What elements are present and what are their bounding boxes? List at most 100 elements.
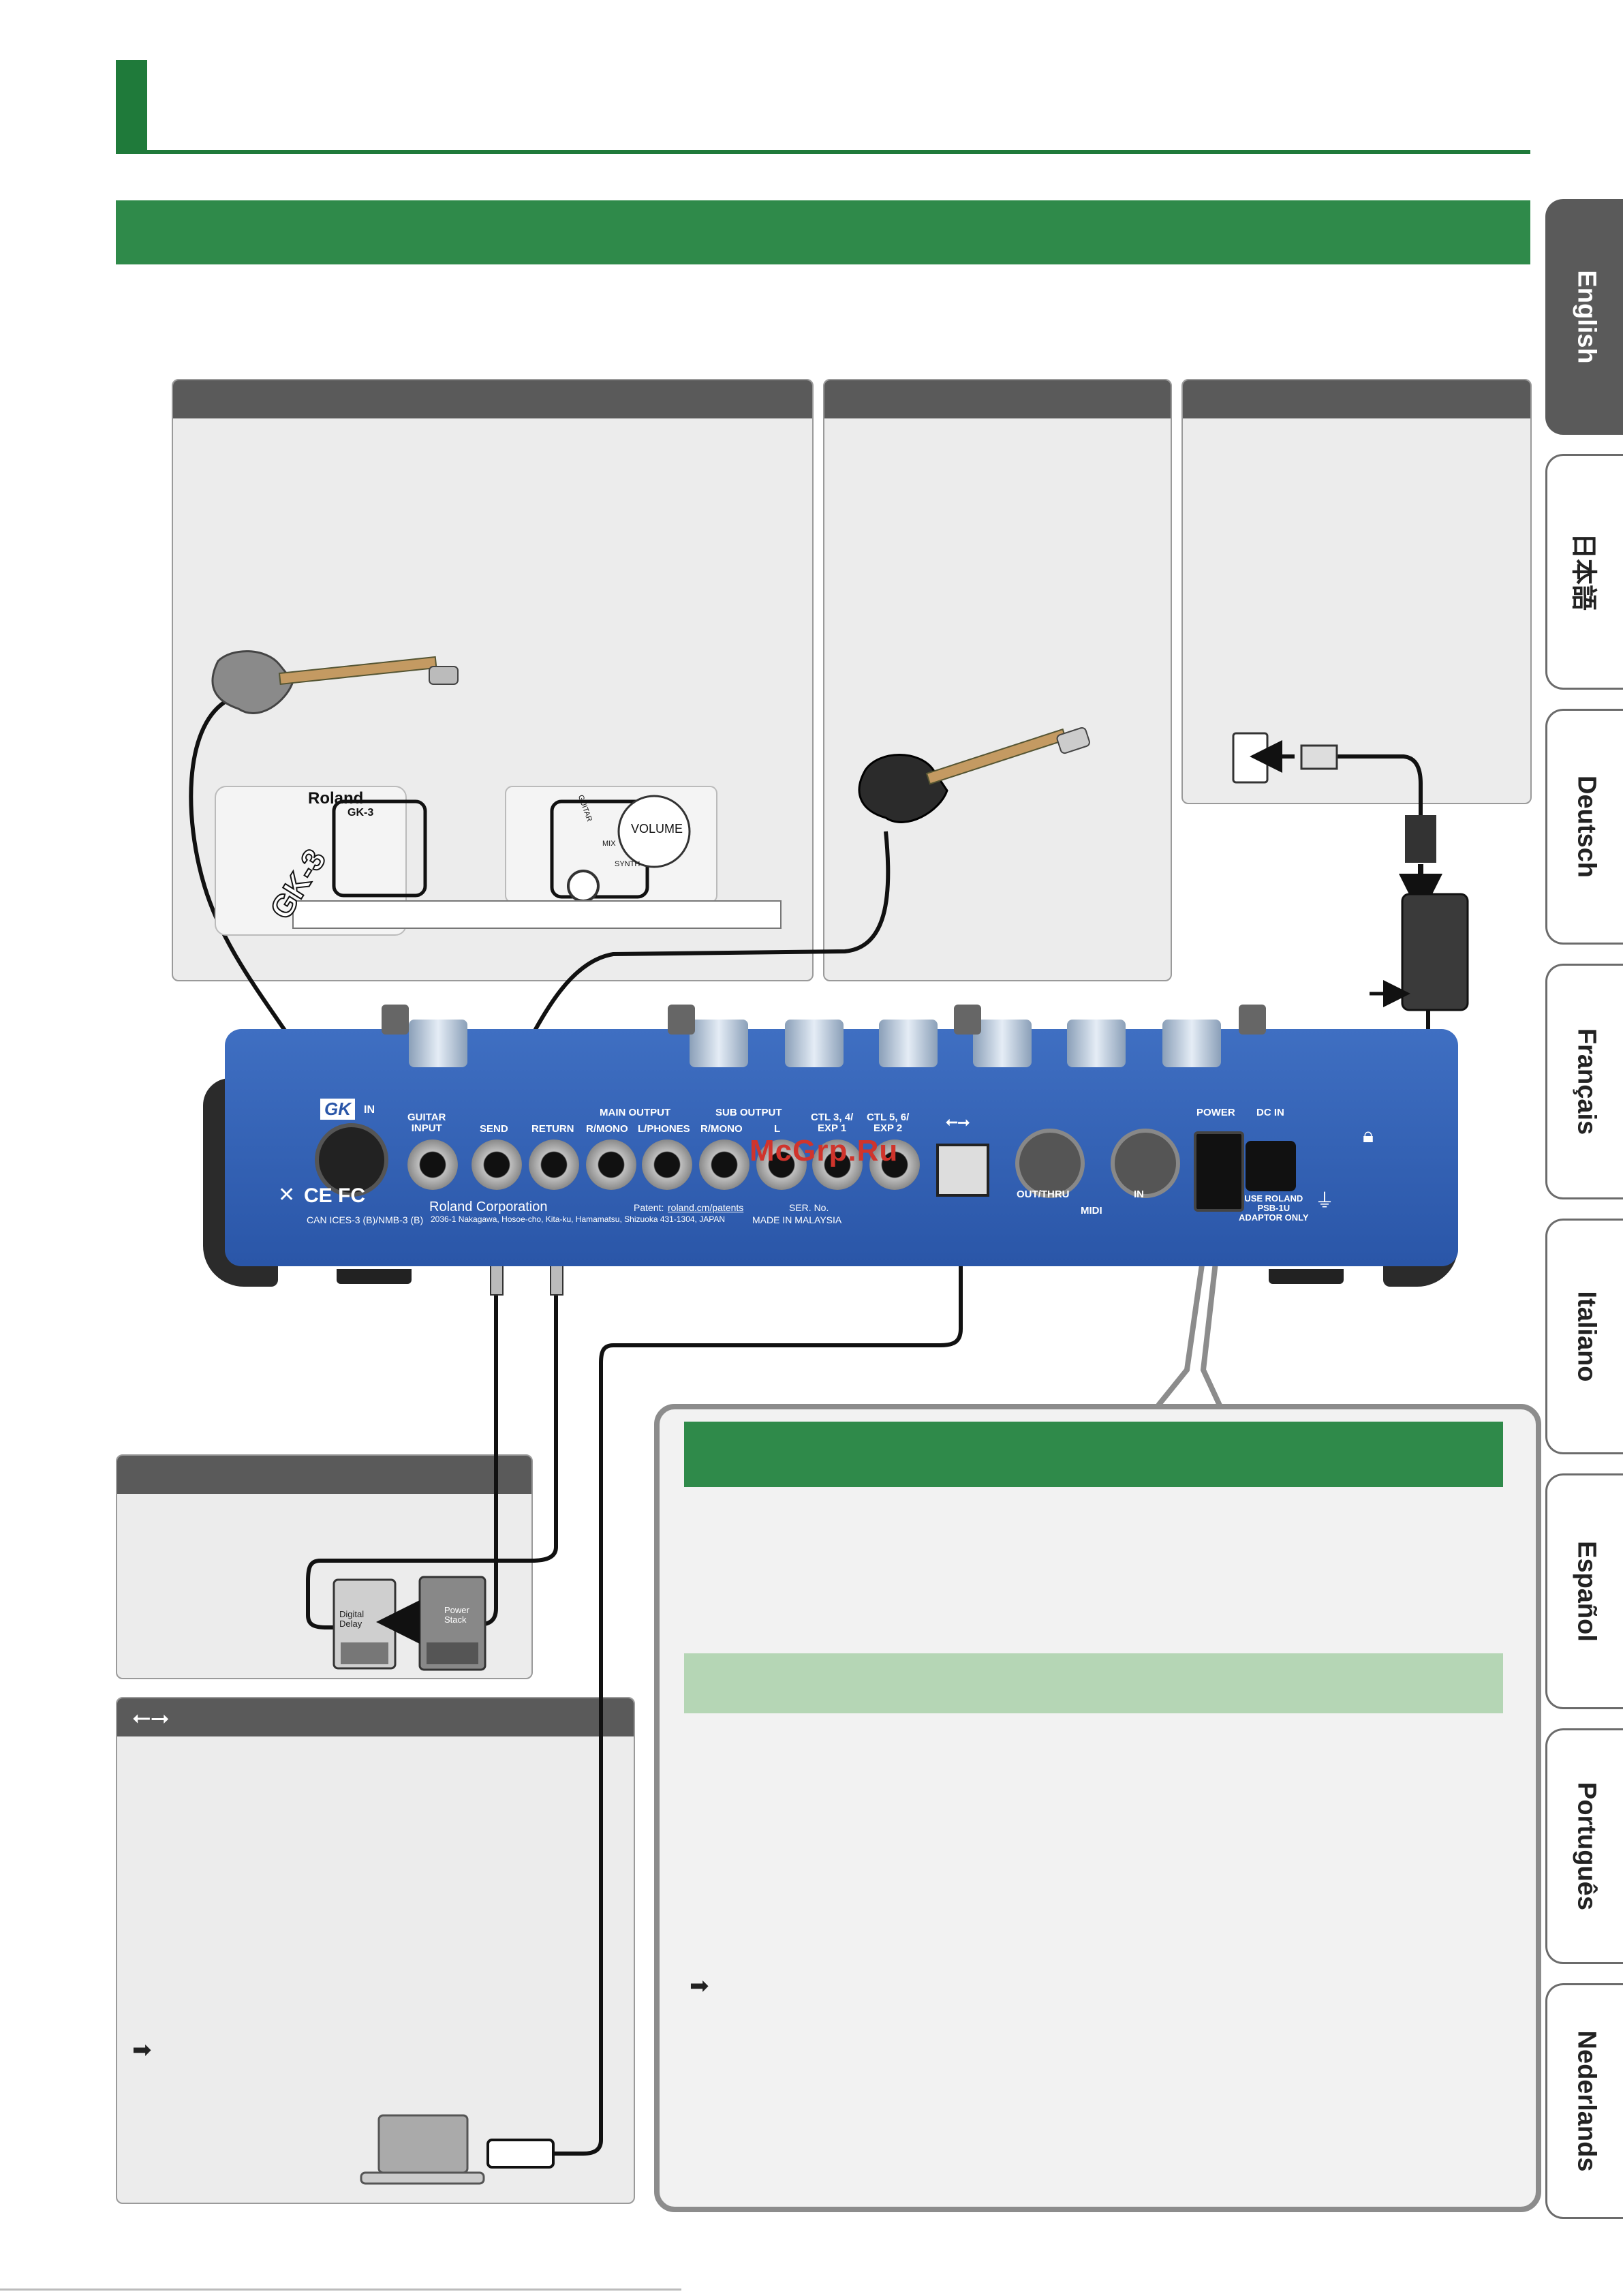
tab-label: 日本語: [1568, 532, 1598, 611]
gk-in-logo: GK: [320, 1099, 355, 1120]
panel-power-header: [1183, 380, 1530, 418]
ac-plug-image: [1300, 744, 1338, 770]
tab-label: Deutsch: [1572, 776, 1601, 878]
pedal-right-name: Power Stack: [444, 1605, 469, 1625]
certification-marks: CE FC: [304, 1184, 365, 1207]
midi-out-thru-label: OUT/THRU: [1017, 1189, 1070, 1200]
patent-url: roland.cm/patents: [668, 1202, 744, 1213]
guitar-input-label: GUITAR INPUT: [407, 1112, 446, 1134]
tab-portugues[interactable]: Português: [1545, 1728, 1623, 1964]
sub-output-l-jack[interactable]: [756, 1139, 807, 1190]
tab-label: Português: [1572, 1782, 1601, 1910]
power-on-header-bar: [684, 1422, 1503, 1487]
power-switch[interactable]: [1194, 1131, 1244, 1212]
ser-no-label: SER. No.: [789, 1202, 829, 1213]
watermark-text: McGrp.Ru: [749, 1134, 899, 1167]
sub-output-rmono-jack[interactable]: [699, 1139, 749, 1190]
gk3-closeup-image: [215, 786, 407, 936]
gk-in-suffix-label: IN: [364, 1104, 375, 1116]
arrow-right-icon: ➡: [690, 1973, 709, 1999]
ctl56-jack[interactable]: [869, 1139, 920, 1190]
arrow-right-icon: ➡: [132, 2037, 152, 2063]
panel-effects-header: [117, 1456, 531, 1494]
footswitch-post: [954, 1005, 981, 1035]
main-output-rmono-label: R/MONO: [586, 1123, 628, 1135]
power-on-box: [654, 1404, 1541, 2212]
tab-nederlands[interactable]: Nederlands: [1545, 1983, 1623, 2219]
panel-gk-header: [173, 380, 812, 418]
main-output-label: MAIN OUTPUT: [600, 1107, 671, 1118]
guitar-with-gk-image: [211, 650, 459, 714]
address-text: 2036-1 Nakagawa, Hosoe-cho, Kita-ku, Ham…: [431, 1214, 726, 1224]
midi-in-label: IN: [1134, 1189, 1144, 1200]
sub-output-l-label: L: [774, 1123, 781, 1135]
main-output-lphones-jack[interactable]: [642, 1139, 692, 1190]
dc-in-label: DC IN: [1256, 1107, 1284, 1118]
tab-label: Français: [1572, 1028, 1601, 1135]
title-accent-block: [116, 60, 147, 153]
footswitch-knob: [1162, 1020, 1221, 1067]
tab-francais[interactable]: Français: [1545, 964, 1623, 1199]
roland-corporation-text: Roland Corporation: [429, 1199, 548, 1214]
ctl34-label: CTL 3, 4/ EXP 1: [811, 1112, 854, 1134]
electric-guitar-image: [858, 726, 1090, 823]
adaptor-plug-image: [1405, 815, 1436, 863]
tab-espanol[interactable]: Español: [1545, 1473, 1623, 1709]
usb-icon: ⭠⭢: [132, 1704, 170, 1731]
ac-adaptor-image: [1401, 893, 1469, 1011]
can-ices-text: CAN ICES-3 (B)/NMB-3 (B): [307, 1214, 424, 1225]
panel-usb-header: ⭠⭢: [117, 1698, 634, 1736]
midi-label: MIDI: [1081, 1205, 1102, 1216]
made-in-label: MADE IN MALAYSIA: [752, 1214, 842, 1225]
power-off-subheader-bar: [684, 1653, 1503, 1713]
tab-label: Nederlands: [1572, 2030, 1601, 2172]
usb-port[interactable]: [936, 1144, 989, 1197]
patent-label: Patent:: [634, 1202, 664, 1213]
gk3-volume-label: VOLUME: [631, 822, 683, 836]
panel-guitar-connection: [823, 379, 1172, 981]
footswitch-knob: [1067, 1020, 1126, 1067]
tab-deutsch[interactable]: Deutsch: [1545, 709, 1623, 945]
gk-in-logo-text: GK: [324, 1099, 351, 1119]
return-label: RETURN: [531, 1123, 574, 1135]
footswitch-knob: [690, 1020, 748, 1067]
footswitch-knob: [879, 1020, 938, 1067]
gk3-switch-synth-label: SYNTH: [615, 860, 640, 868]
send-jack[interactable]: [472, 1139, 522, 1190]
footswitch-knob: [973, 1020, 1032, 1067]
usb-plug-image: [486, 2139, 555, 2169]
tab-italiano[interactable]: Italiano: [1545, 1219, 1623, 1454]
ctl34-jack[interactable]: [812, 1139, 863, 1190]
main-output-rmono-jack[interactable]: [586, 1139, 636, 1190]
gk3-caption-box: [292, 900, 782, 929]
footswitch-post: [1239, 1005, 1266, 1035]
section-header-bar: [116, 200, 1530, 264]
ground-icon: ⏚: [1315, 1190, 1335, 1211]
tab-label: English: [1572, 270, 1601, 364]
gk-in-jack[interactable]: [315, 1123, 388, 1197]
panel-usb-connection: ⭠⭢: [116, 1697, 635, 2204]
sub-output-label: SUB OUTPUT: [715, 1107, 782, 1118]
power-label: POWER: [1196, 1107, 1235, 1118]
guitar-input-jack[interactable]: [407, 1139, 458, 1190]
footer-rule: [0, 2289, 681, 2291]
midi-in-port[interactable]: [1111, 1129, 1180, 1198]
pedal-left-name: Digital Delay: [339, 1609, 365, 1629]
footswitch-post: [668, 1005, 695, 1035]
sub-output-rmono-label: R/MONO: [700, 1123, 743, 1135]
device-foot: [337, 1269, 412, 1284]
tab-label: Español: [1572, 1541, 1601, 1642]
weee-icon: ✕: [278, 1184, 296, 1206]
tab-english[interactable]: English: [1545, 199, 1623, 435]
gk3-switch-mix-label: MIX: [602, 840, 616, 848]
tab-label: Italiano: [1572, 1291, 1601, 1382]
tab-japanese[interactable]: 日本語: [1545, 454, 1623, 690]
kensington-lock-icon: 🔒︎: [1363, 1124, 1374, 1147]
return-jack[interactable]: [529, 1139, 579, 1190]
usb-port-icon: ⭠⭢: [946, 1114, 970, 1131]
midi-out-thru-port[interactable]: [1015, 1129, 1085, 1198]
device-foot: [1269, 1269, 1344, 1284]
footswitch-post: [382, 1005, 409, 1035]
send-label: SEND: [480, 1123, 508, 1135]
dc-in-jack[interactable]: [1246, 1141, 1296, 1191]
